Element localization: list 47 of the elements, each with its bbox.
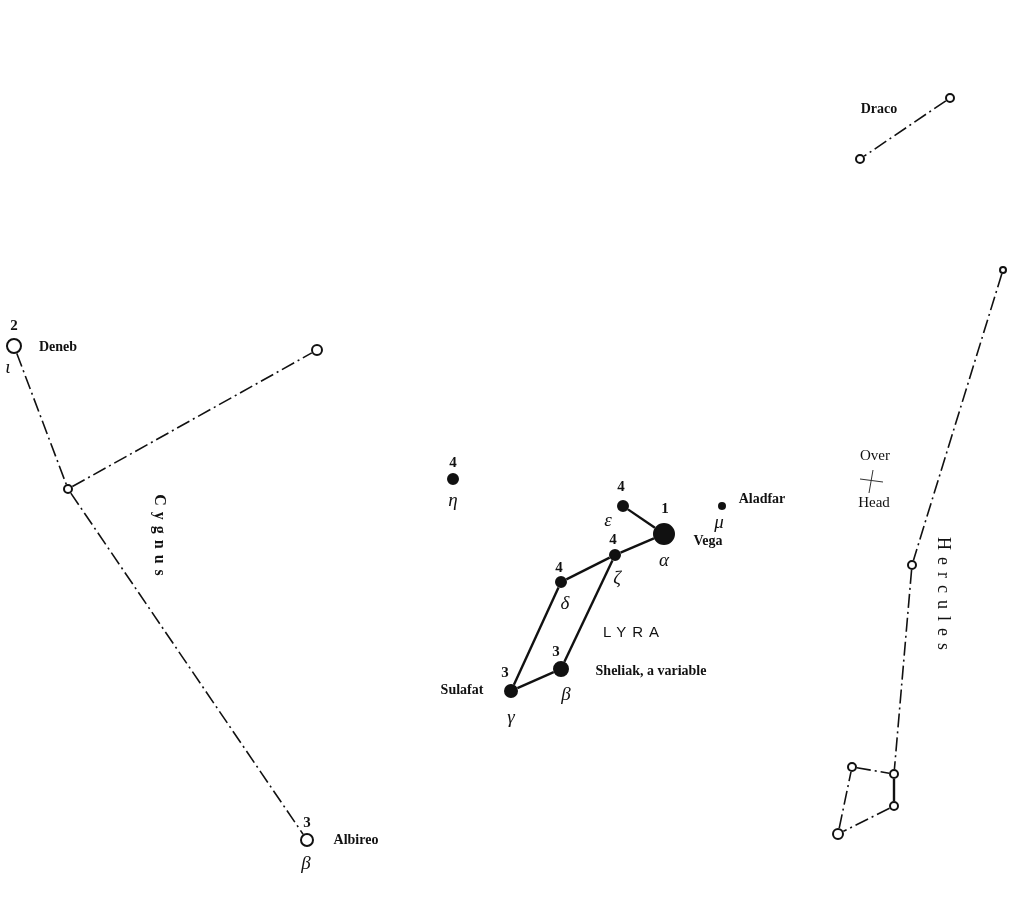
constellation-line [563,559,614,663]
magnitude-number: 4 [449,454,457,470]
star-name-label: Sheliak, a variable [595,664,707,678]
constellation-name: Hercules [935,537,953,657]
greek-letter-label: ζ [613,567,621,587]
greek-letter-label: γ [507,706,515,726]
star-name-label: Albireo [333,833,379,847]
dash-dot-line [842,807,891,833]
constellation-line [512,586,560,686]
sky-note: Head [858,494,890,510]
greek-letter-label: μ [714,511,724,531]
constellation-line [620,537,655,554]
dash-dot-line [71,352,313,488]
magnitude-number: 3 [303,814,311,830]
dash-dot-line [863,100,947,157]
constellation-line [565,556,611,581]
magnitude-number: 4 [609,531,617,547]
magnitude-number: 4 [555,559,563,575]
magnitude-number: 4 [617,478,625,494]
star-name-label: Vega [693,534,723,548]
constellation-line [516,671,555,690]
magnitude-number: 2 [10,317,18,333]
greek-letter-label: β [561,683,571,703]
greek-letter-label: α [659,549,669,569]
sky-note: Over [860,447,890,463]
dash-dot-line [70,492,304,835]
constellation-name: Draco [860,102,898,116]
magnitude-number: 1 [661,500,669,516]
dash-dot-line [16,352,68,486]
magnitude-number: 3 [552,643,560,659]
star-name-label: Deneb [38,340,78,354]
greek-letter-label: β [301,852,311,872]
dash-dot-line [912,273,1003,561]
star-name-label: Aladfar [738,492,786,506]
dash-dot-line [856,767,890,774]
greek-letter-label: ε [604,509,612,529]
greek-letter-label: η [448,489,458,509]
constellation-name: Cygnus [152,494,168,582]
dash-dot-line [893,569,913,770]
magnitude-number: 3 [501,664,509,680]
constellation-line [627,508,656,529]
constellation-line [892,779,896,801]
greek-letter-label: δ [560,592,570,612]
star-name-label: Sulafat [440,683,484,697]
constellation-name: LYRA [602,623,666,639]
greek-letter-label: ι [5,356,11,376]
dash-dot-line [838,771,852,829]
